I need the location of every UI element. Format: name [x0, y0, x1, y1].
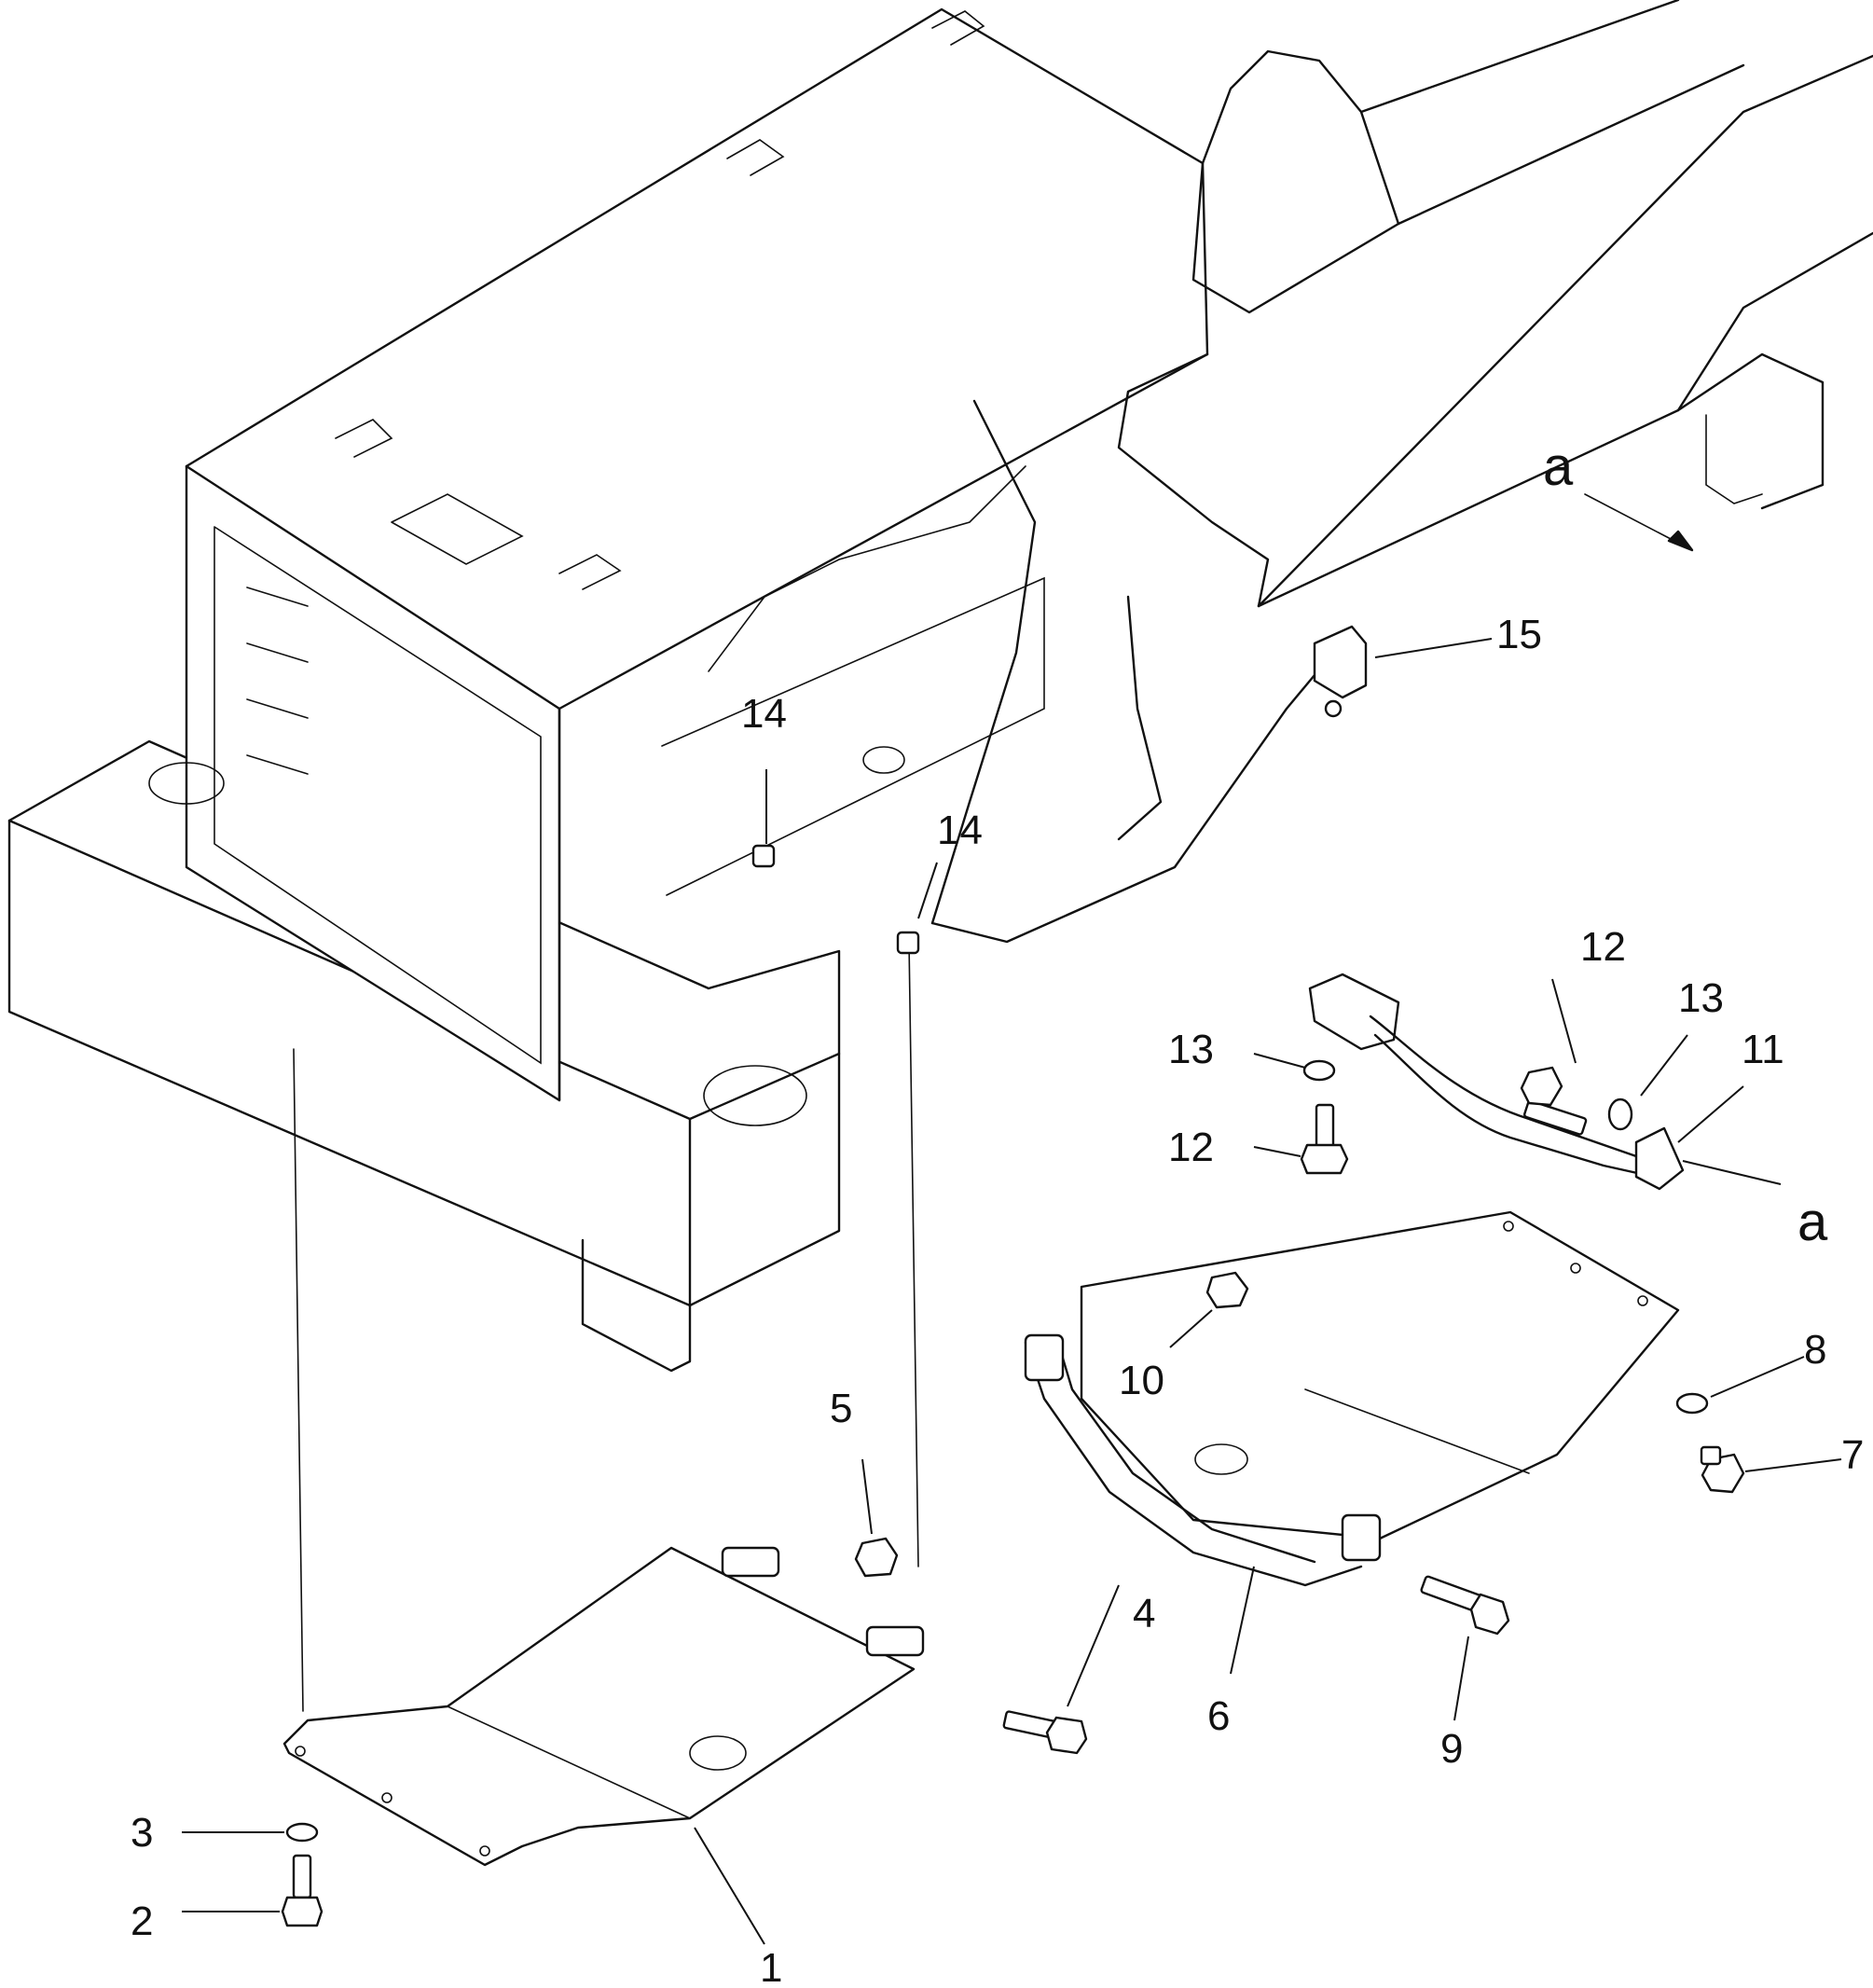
- callout-14-lower: 14: [937, 808, 983, 853]
- view-mark-a-right: a: [1797, 1192, 1828, 1252]
- fasteners: [281, 1059, 1745, 1927]
- callout-2: 2: [131, 1898, 153, 1944]
- callout-4: 4: [1133, 1591, 1155, 1636]
- machine-frame: [7, 0, 1873, 1712]
- callout-12-left: 12: [1168, 1125, 1214, 1170]
- callout-8: 8: [1804, 1327, 1826, 1373]
- callout-5: 5: [830, 1386, 852, 1431]
- callout-10: 10: [1119, 1358, 1164, 1403]
- callout-labels: 14 14 15 12 13 13 11 12 10 8 7 5 4 6 9 3…: [131, 436, 1864, 1988]
- callout-1: 1: [760, 1945, 782, 1988]
- stay-bar-11: [1308, 973, 1685, 1191]
- callout-11: 11: [1742, 1027, 1784, 1072]
- leader-lines: [182, 638, 1842, 1945]
- callout-13-left: 13: [1168, 1027, 1214, 1072]
- callout-6: 6: [1207, 1693, 1230, 1739]
- callout-15: 15: [1496, 612, 1542, 657]
- callout-9: 9: [1440, 1726, 1463, 1772]
- callout-14-upper: 14: [741, 691, 787, 737]
- view-mark-a-top: a: [1543, 436, 1574, 497]
- guard-plate-1: [282, 1546, 925, 1867]
- callout-7: 7: [1841, 1432, 1864, 1478]
- callout-12-upper: 12: [1580, 924, 1626, 970]
- callout-3: 3: [131, 1810, 153, 1856]
- callout-13-upper: 13: [1678, 975, 1724, 1021]
